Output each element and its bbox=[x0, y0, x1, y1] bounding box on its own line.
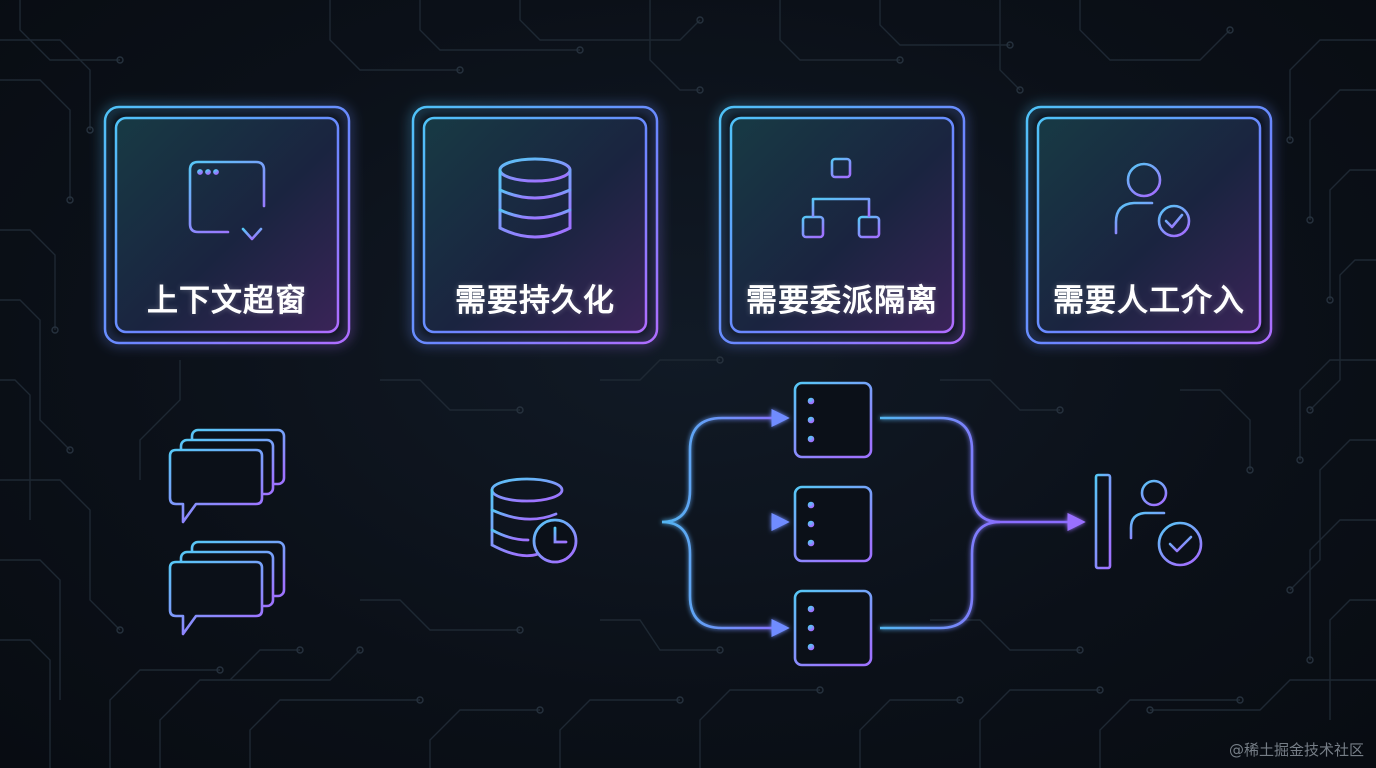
browser-window-download-icon bbox=[188, 160, 266, 241]
card-inner-frame bbox=[1036, 116, 1262, 334]
card-inner-frame bbox=[729, 116, 955, 334]
task-list-middle bbox=[793, 485, 873, 563]
human-approval-icon bbox=[1094, 473, 1203, 570]
task-list-icon bbox=[793, 381, 873, 667]
circuit-nodes bbox=[51, 16, 1334, 714]
card-outer-frame bbox=[718, 105, 966, 345]
card-outer-frame bbox=[411, 105, 659, 345]
task-list-top bbox=[793, 381, 873, 459]
watermark: @稀土掘金技术社区 bbox=[1228, 741, 1364, 759]
card-label-human-intervention: 需要人工介入 bbox=[1053, 283, 1245, 319]
hierarchy-tree-icon bbox=[801, 157, 881, 239]
chat-stack-bottom bbox=[168, 540, 286, 636]
card-human-intervention bbox=[1025, 105, 1273, 345]
chat-messages-icon bbox=[168, 428, 286, 636]
card-delegation bbox=[718, 105, 966, 345]
card-persistence bbox=[411, 105, 659, 345]
card-outer-frame bbox=[1025, 105, 1273, 345]
card-inner-frame bbox=[422, 116, 648, 334]
user-check-icon bbox=[1114, 162, 1191, 238]
database-icon bbox=[498, 157, 572, 239]
chat-stack-top bbox=[168, 428, 286, 524]
card-outer-frame bbox=[103, 105, 351, 345]
database-clock-icon bbox=[490, 477, 578, 564]
card-context-overflow bbox=[103, 105, 351, 345]
task-list-bottom bbox=[793, 589, 873, 667]
card-label-persistence: 需要持久化 bbox=[455, 283, 615, 319]
card-inner-frame bbox=[114, 116, 340, 334]
card-label-delegation: 需要委派隔离 bbox=[746, 283, 938, 319]
flow-branches bbox=[588, 408, 1086, 638]
card-label-context-overflow: 上下文超窗 bbox=[147, 283, 307, 319]
